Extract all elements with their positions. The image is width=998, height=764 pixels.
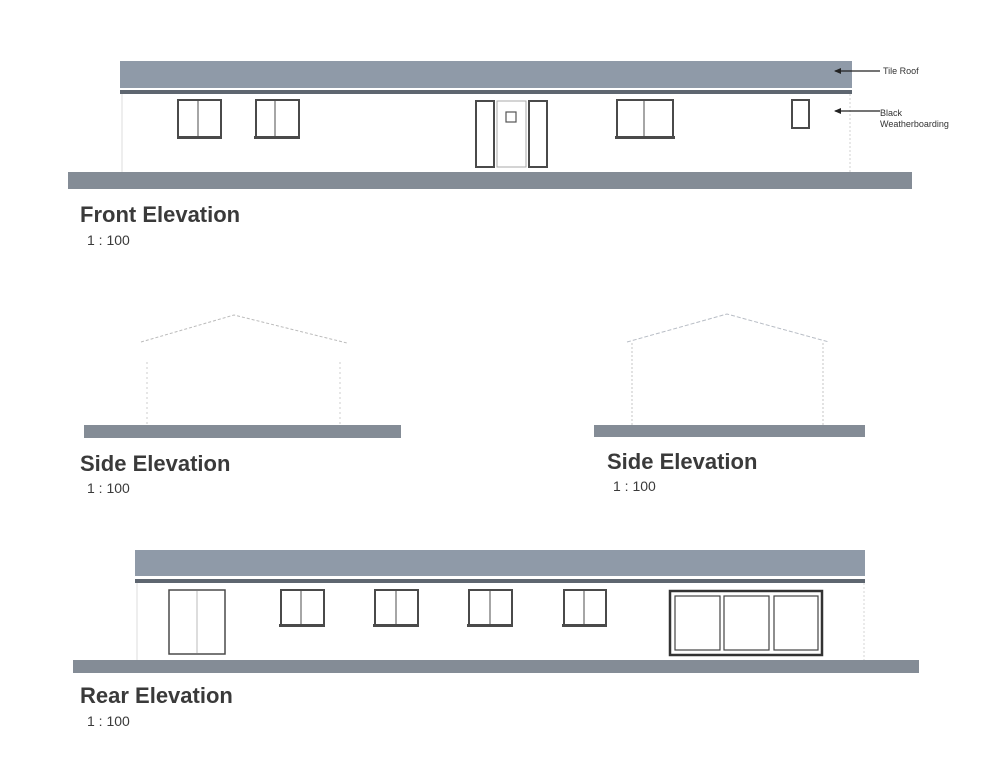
front-elevation-drawing [68, 61, 912, 189]
side-right-ground [594, 425, 865, 437]
rear-window-4 [562, 589, 607, 627]
front-ground [68, 172, 912, 189]
rear-window-2 [373, 589, 419, 627]
rear-window-3 [467, 589, 513, 627]
rear-roof [135, 550, 865, 576]
front-window-3 [615, 99, 675, 139]
front-fascia [120, 90, 852, 94]
front-window-1 [177, 99, 222, 139]
tile-roof-label: Tile Roof [883, 66, 919, 76]
weatherboarding-label-line2: Weatherboarding [880, 119, 949, 129]
side-elevation-right-drawing [594, 313, 865, 437]
front-roof [120, 61, 852, 88]
front-door [475, 100, 548, 168]
side-elevation-left-scale: 1 : 100 [87, 480, 130, 496]
side-left-ground [84, 425, 401, 438]
rear-window-1 [279, 589, 325, 627]
rear-bifold-doors [668, 589, 824, 657]
side-elevation-right-scale: 1 : 100 [613, 478, 656, 494]
side-elevation-left-drawing [84, 314, 401, 438]
side-elevation-left-title: Side Elevation [80, 451, 231, 476]
weatherboarding-label: Black Weatherboarding [880, 108, 949, 130]
rear-elevation-scale: 1 : 100 [87, 713, 130, 729]
rear-elevation-title: Rear Elevation [80, 683, 233, 708]
front-window-small [791, 99, 810, 129]
front-window-2 [254, 99, 300, 139]
weatherboarding-label-line1: Black [880, 108, 903, 118]
front-elevation-scale: 1 : 100 [87, 232, 130, 248]
side-elevation-right-title: Side Elevation [607, 449, 758, 474]
rear-french-doors [168, 589, 226, 655]
rear-ground [73, 660, 919, 673]
front-elevation-title: Front Elevation [80, 202, 241, 227]
rear-elevation-drawing [73, 550, 919, 673]
rear-fascia [135, 579, 865, 583]
